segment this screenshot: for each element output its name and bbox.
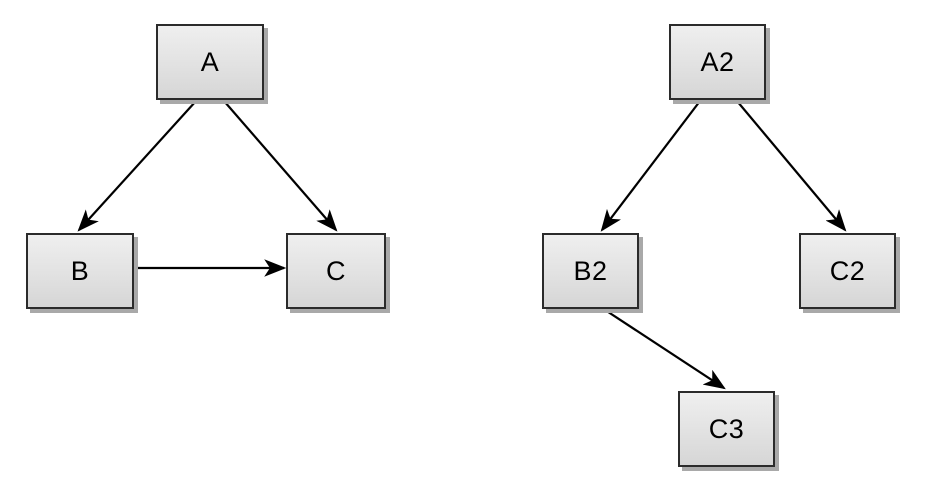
node-c2[interactable]: C2 [799,233,896,309]
node-c[interactable]: C [286,233,386,309]
node-label-a: A [200,46,220,77]
node-a[interactable]: A [156,24,264,100]
node-c3[interactable]: C3 [678,391,775,467]
node-label-b2: B2 [573,255,608,286]
node-label-c: C [326,255,346,286]
edge-a-to-c [223,100,338,232]
node-b2[interactable]: B2 [542,233,639,309]
node-label-b: B [70,255,90,286]
node-a2[interactable]: A2 [669,24,766,100]
node-label-c3: C3 [708,413,745,444]
node-label-c2: C2 [829,255,866,286]
node-b[interactable]: B [26,233,134,309]
edge-a2-to-b2 [600,100,701,232]
edges-group [77,100,847,390]
edge-b2-to-c3 [595,303,726,390]
edge-a2-to-c2 [736,100,847,232]
node-label-a2: A2 [700,46,735,77]
edge-a-to-b [77,100,197,232]
